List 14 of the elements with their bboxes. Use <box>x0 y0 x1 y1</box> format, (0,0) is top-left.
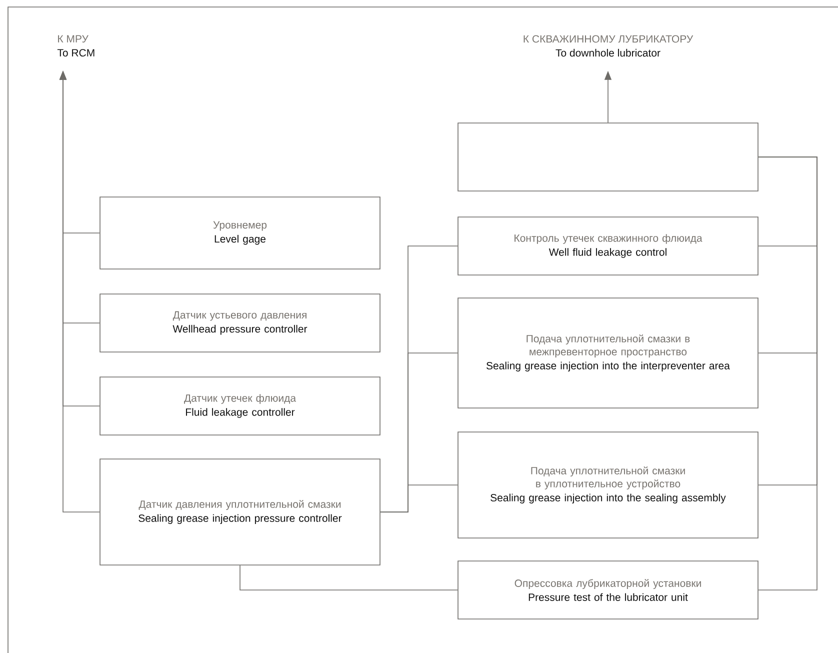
process-box: Подача уплотнительной смазки в уплотнительное устройство Sealing grease injection into the sealing assembly <box>458 432 758 538</box>
destination-label: К МРУ To RCM <box>57 35 94 57</box>
process-box: Датчик устьевого давления Wellhead pressure controller <box>100 294 380 352</box>
process-box: Контроль утечек скважинного флюида Well fluid leakage control <box>458 216 758 276</box>
process-box: Опрессовка лубрикаторной установки Pressure test of the lubricator unit <box>458 560 758 620</box>
connector-line <box>758 156 818 590</box>
connector-line <box>380 484 458 512</box>
process-box: Уровнемер Level gage <box>100 196 380 270</box>
process-box: Датчик давления уплотнительной смазки Sealing grease injection pressure controller <box>100 458 380 566</box>
connector-line <box>240 565 458 590</box>
empty-box <box>458 122 758 192</box>
destination-label: К СКВАЖИННОМУ ЛУБРИКАТОРУ To downhole lubricator <box>524 35 694 57</box>
process-box: Подача уплотнительной смазки в межпревенторное пространство Sealing grease injection into the interpreventer area <box>458 298 758 408</box>
process-box: Датчик утечек флюида Fluid leakage controller <box>100 376 380 436</box>
